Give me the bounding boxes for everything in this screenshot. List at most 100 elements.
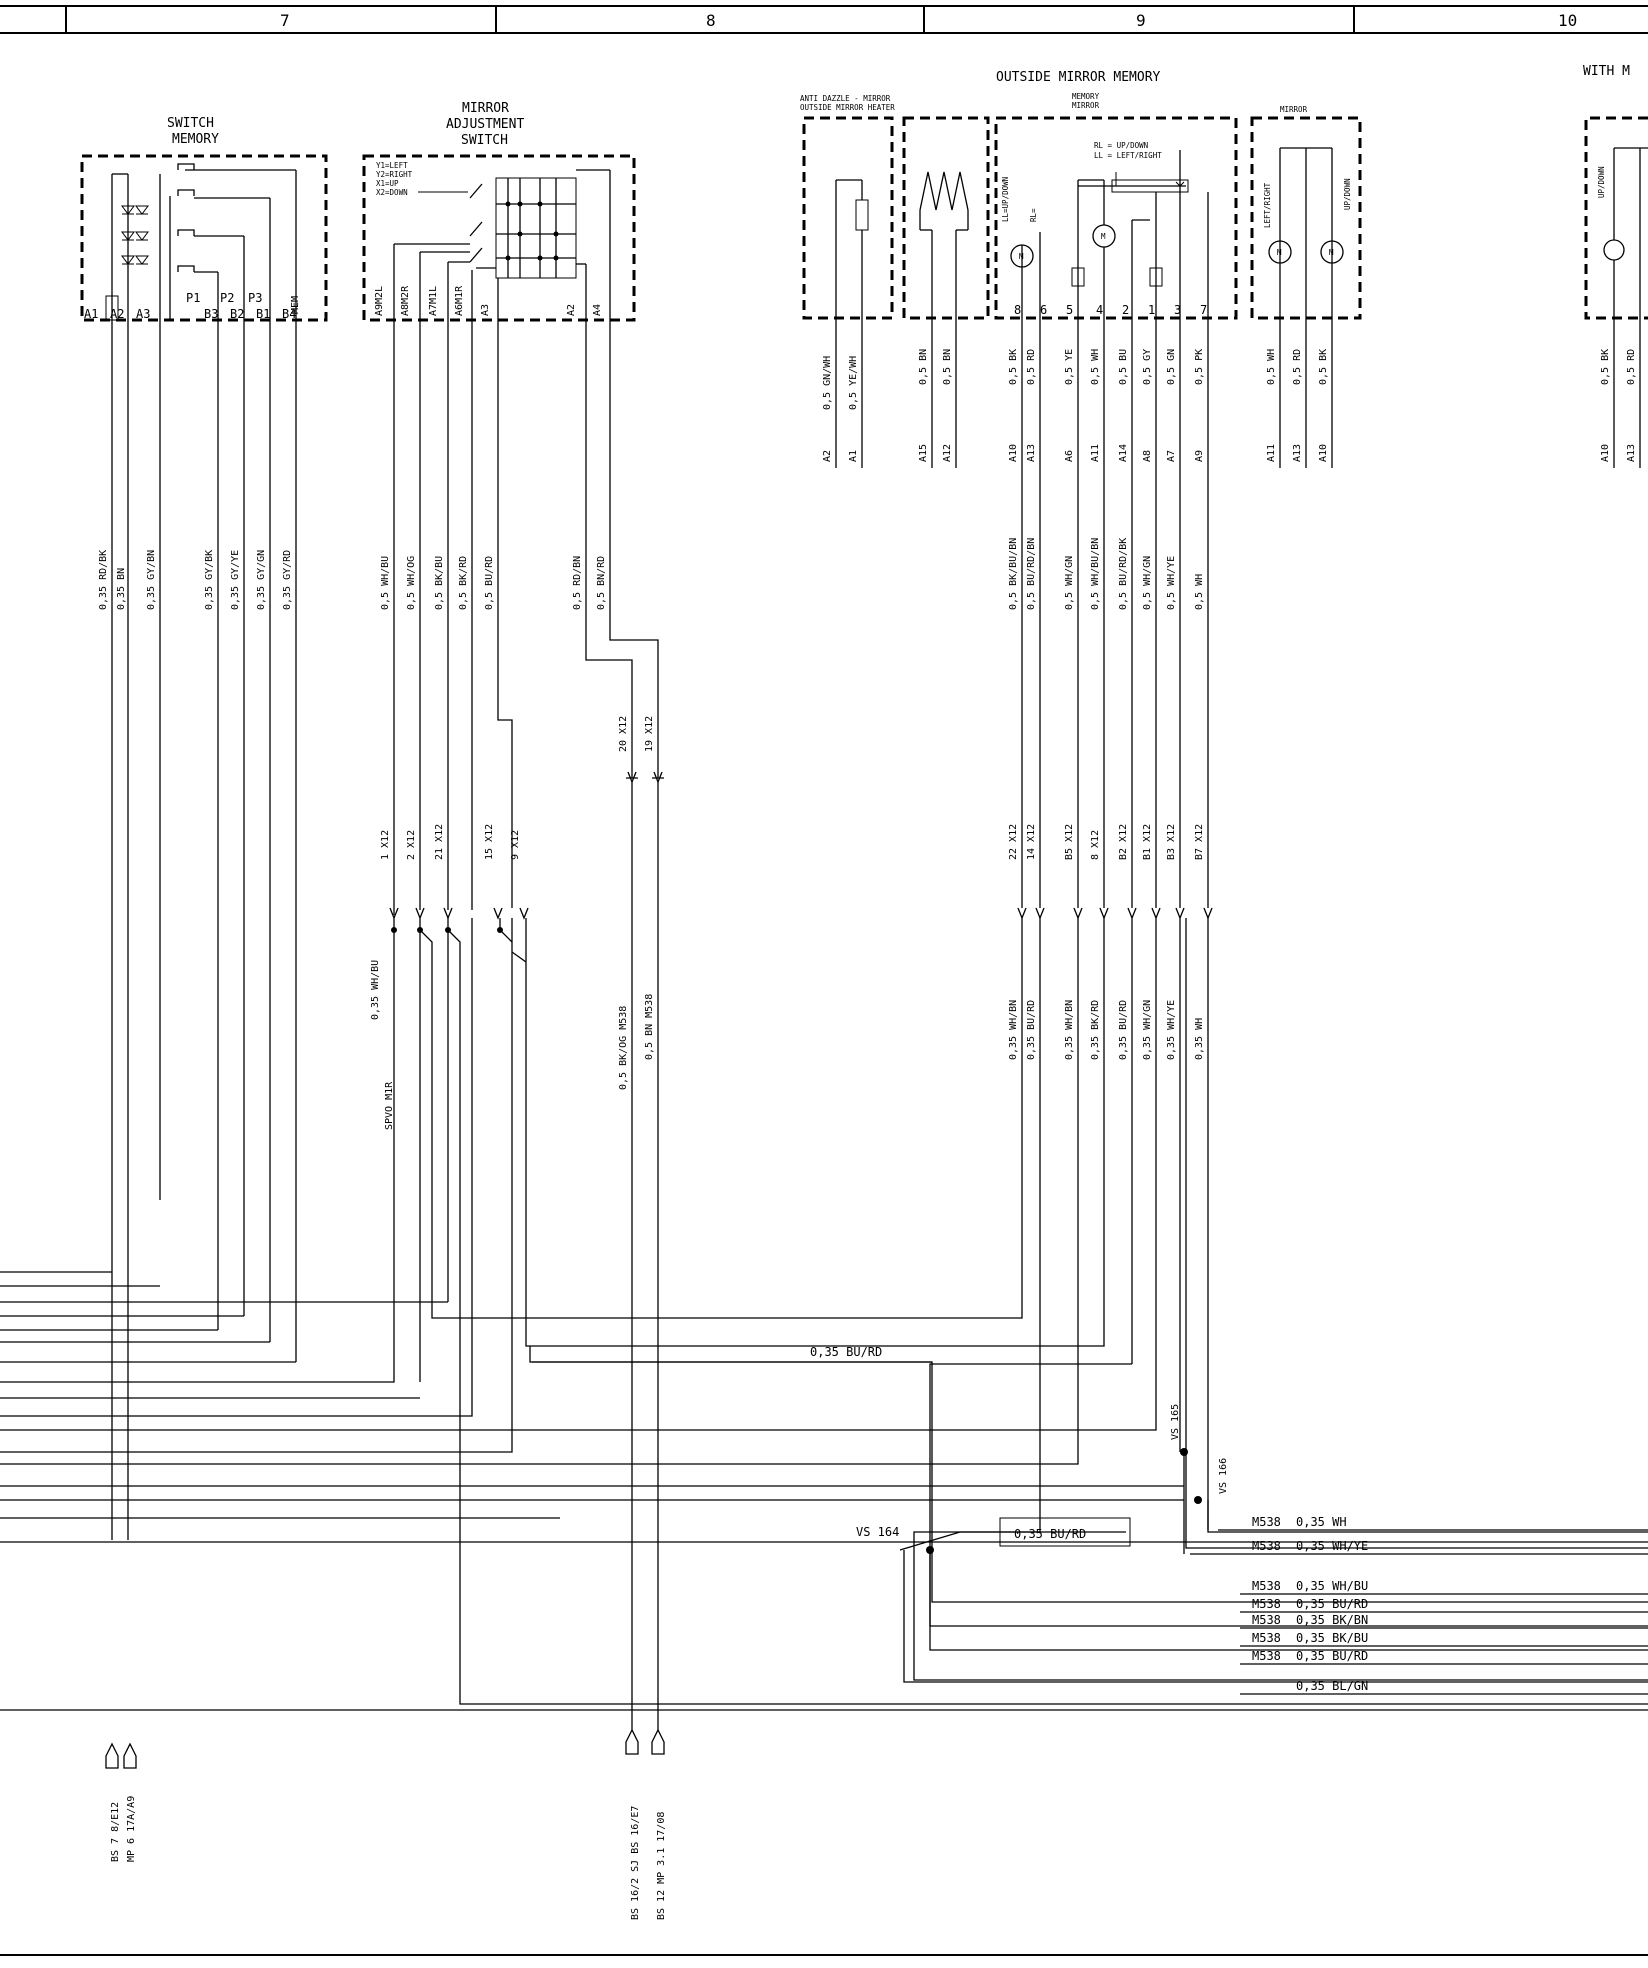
- svg-text:M: M: [1277, 248, 1282, 257]
- title-mirror-heater: OUTSIDE MIRROR HEATER: [800, 103, 895, 112]
- svg-text:0,5 BU/RD/BN: 0,5 BU/RD/BN: [1026, 538, 1037, 610]
- svg-text:BS 16/2 SJ BS 16/E7: BS 16/2 SJ BS 16/E7: [630, 1806, 641, 1920]
- svg-text:UP/DOWN: UP/DOWN: [1597, 166, 1606, 198]
- svg-text:A8M2R: A8M2R: [400, 285, 411, 316]
- svg-text:0,5 YE: 0,5 YE: [1064, 349, 1075, 385]
- motor-icon: M M: [1010, 224, 1116, 268]
- svg-text:A3: A3: [136, 307, 150, 321]
- svg-text:0,5 PK: 0,5 PK: [1194, 349, 1205, 385]
- svg-text:0,35 WH/BU: 0,35 WH/BU: [1296, 1579, 1368, 1593]
- svg-text:B2 X12: B2 X12: [1118, 824, 1129, 860]
- title-memory-sub: MEMORY: [1072, 92, 1100, 101]
- led-diode-icon: [121, 205, 149, 265]
- svg-text:A11: A11: [1266, 444, 1277, 462]
- svg-text:A10: A10: [1008, 444, 1019, 462]
- terminal-icon: [651, 1728, 665, 1755]
- svg-text:0,5 WH/OG: 0,5 WH/OG: [406, 556, 417, 610]
- mirror-heater-box: [902, 116, 990, 320]
- svg-text:M538: M538: [1252, 1515, 1281, 1529]
- ground-terminals: BS 7 8/E12 MP 6 17A/A9 BS 16/2 SJ BS 16/…: [105, 1728, 667, 1920]
- svg-text:0,5 BK: 0,5 BK: [1008, 349, 1019, 385]
- svg-text:UP/DOWN: UP/DOWN: [1343, 178, 1352, 210]
- svg-text:4: 4: [1096, 303, 1103, 317]
- connector-x12-lower: 1 X12 2 X12 21 X12 15 X12 9 X12 22 X12 1…: [380, 824, 1213, 920]
- svg-text:0,5 BK/BU: 0,5 BK/BU: [434, 556, 445, 610]
- heater-element-icon: [919, 171, 969, 211]
- svg-text:B2: B2: [230, 307, 244, 321]
- svg-text:A6: A6: [1064, 450, 1075, 462]
- svg-text:0,35 BN: 0,35 BN: [116, 568, 127, 610]
- svg-text:A9: A9: [1194, 450, 1205, 462]
- svg-text:P1: P1: [186, 291, 200, 305]
- svg-text:0,5 GN/WH: 0,5 GN/WH: [822, 356, 833, 410]
- connector-x12-upper: 20 X12 19 X12: [618, 716, 664, 1730]
- potentiometer-icon: [1071, 267, 1085, 287]
- switch-memory-pins: A1 A2 A3 B3 B2 B1 B4 P1 P2 P3 MEM: [84, 291, 301, 321]
- svg-text:BS 12 MP 3.1 17/08: BS 12 MP 3.1 17/08: [656, 1812, 667, 1920]
- svg-text:M: M: [1101, 232, 1106, 241]
- upper-wire-runs: [111, 318, 1333, 1540]
- svg-text:8: 8: [1014, 303, 1021, 317]
- svg-text:A7: A7: [1166, 450, 1177, 462]
- svg-text:0,5 BN: 0,5 BN: [918, 349, 929, 385]
- svg-text:5: 5: [1066, 303, 1073, 317]
- mirror-element-icon: [855, 199, 869, 231]
- svg-text:Y1=LEFT: Y1=LEFT: [376, 161, 408, 170]
- lower-wire-labels: 0,35 WH/BU SPVO_M1R 0,5 BK/OG M538 0,5 B…: [370, 960, 1205, 1359]
- svg-text:19 X12: 19 X12: [644, 716, 655, 752]
- svg-text:0,35 GY/YE: 0,35 GY/YE: [230, 550, 241, 610]
- svg-text:0,5 WH: 0,5 WH: [1194, 574, 1205, 610]
- svg-text:VS 166: VS 166: [1218, 1458, 1229, 1494]
- svg-text:A10: A10: [1600, 444, 1611, 462]
- svg-text:0,5 WH/GN: 0,5 WH/GN: [1142, 556, 1153, 610]
- top-wire-labels: 0,5 GN/WH 0,5 YE/WH 0,5 BN 0,5 BN 0,5 BK…: [822, 349, 1637, 462]
- svg-text:RL = UP/DOWN: RL = UP/DOWN: [1094, 141, 1148, 150]
- svg-text:0,5 BK/BU/BN: 0,5 BK/BU/BN: [1008, 538, 1019, 610]
- svg-text:0,35 GY/RD: 0,35 GY/RD: [282, 550, 293, 610]
- svg-text:0,35 WH: 0,35 WH: [1194, 1018, 1205, 1060]
- svg-text:M538: M538: [1252, 1579, 1281, 1593]
- svg-text:MP 6 17A/A9: MP 6 17A/A9: [126, 1796, 137, 1862]
- svg-text:0,5 WH/BU/BN: 0,5 WH/BU/BN: [1090, 538, 1101, 610]
- memory-mirror-pins: 8 6 5 4 2 1 3 7: [1014, 303, 1207, 317]
- svg-text:0,5 BU: 0,5 BU: [1118, 349, 1129, 385]
- svg-text:A4: A4: [592, 304, 603, 316]
- mirror-box: LEFT/RIGHT UP/DOWN M M: [1250, 116, 1362, 320]
- svg-text:A2: A2: [110, 307, 124, 321]
- svg-text:15 X12: 15 X12: [484, 824, 495, 860]
- terminal-icon: [105, 1742, 119, 1769]
- svg-text:BS 7 8/E12: BS 7 8/E12: [110, 1802, 121, 1862]
- svg-text:0,35 BU/RD: 0,35 BU/RD: [1296, 1649, 1368, 1663]
- svg-text:B3: B3: [204, 307, 218, 321]
- title-with-m: WITH M: [1583, 64, 1630, 79]
- svg-text:A13: A13: [1292, 444, 1303, 462]
- column-8: 8: [706, 11, 716, 30]
- svg-text:0,35 RD/BK: 0,35 RD/BK: [98, 550, 109, 610]
- svg-text:0,5 BU/RD/BK: 0,5 BU/RD/BK: [1118, 538, 1129, 610]
- svg-text:A13: A13: [1626, 444, 1637, 462]
- svg-text:0,35 BU/RD: 0,35 BU/RD: [1118, 1000, 1129, 1060]
- motor-icon: [1603, 239, 1625, 261]
- svg-text:RL=: RL=: [1029, 208, 1038, 222]
- svg-text:M538: M538: [1252, 1631, 1281, 1645]
- svg-text:0,35 WH/BN: 0,35 WH/BN: [1064, 1000, 1075, 1060]
- svg-text:0,5 YE/WH: 0,5 YE/WH: [848, 356, 859, 410]
- svg-text:0,5 BN: 0,5 BN: [942, 349, 953, 385]
- svg-text:0,35 WH/GN: 0,35 WH/GN: [1142, 1000, 1153, 1060]
- svg-text:P2: P2: [220, 291, 234, 305]
- svg-text:0,35 BL/GN: 0,35 BL/GN: [1296, 1679, 1368, 1693]
- svg-text:LL=UP/DOWN: LL=UP/DOWN: [1001, 177, 1010, 222]
- motor-icon: M M: [1268, 240, 1344, 264]
- svg-text:0,5 BK/RD: 0,5 BK/RD: [458, 556, 469, 610]
- right-mirror-box: UP/DOWN: [1584, 116, 1648, 468]
- svg-text:0,5 BK: 0,5 BK: [1318, 349, 1329, 385]
- svg-text:0,35 WH/BU: 0,35 WH/BU: [370, 960, 381, 1020]
- splice-wire-label: 0,35 BU/RD: [1014, 1527, 1086, 1541]
- svg-text:VS 164: VS 164: [856, 1525, 899, 1539]
- mirror-adjustment-switch-box: Y1=LEFT Y2=RIGHT X1=UP X2=DOWN: [362, 154, 636, 322]
- svg-text:0,35 GY/BN: 0,35 GY/BN: [146, 550, 157, 610]
- svg-text:3: 3: [1174, 303, 1181, 317]
- title-mirror: MIRROR: [462, 101, 509, 116]
- svg-text:0,5 WH: 0,5 WH: [1090, 349, 1101, 385]
- svg-text:A10: A10: [1318, 444, 1329, 462]
